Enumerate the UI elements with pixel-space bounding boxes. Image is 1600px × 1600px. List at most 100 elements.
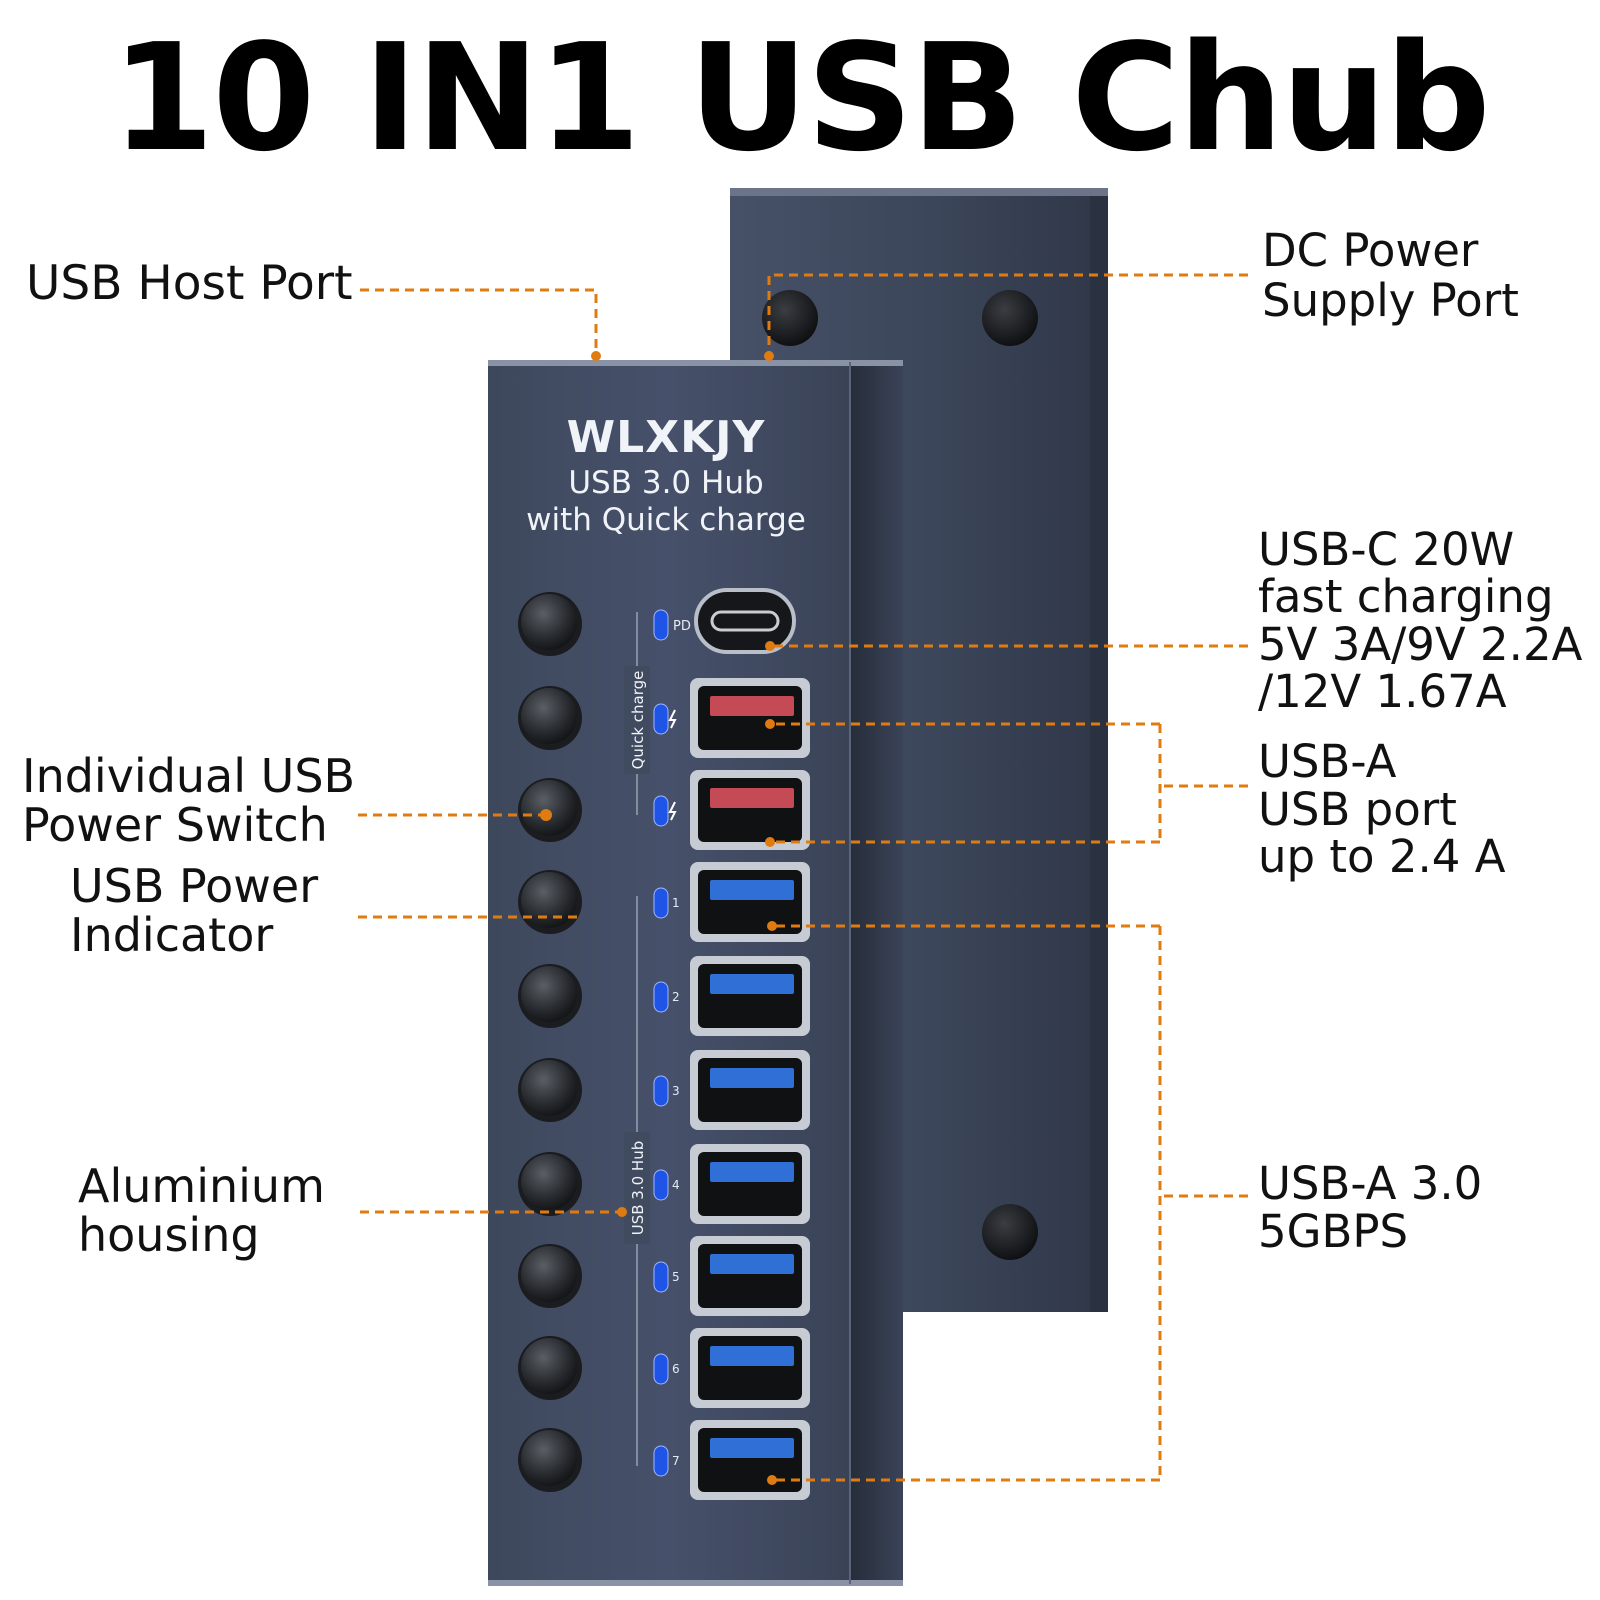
callout-line: USB port xyxy=(1258,782,1457,836)
callout-usb-a-charging-port: USB-A USB port up to 2.4 A xyxy=(1258,738,1506,881)
power-switch-button-cap xyxy=(521,1060,577,1116)
power-indicator-led xyxy=(653,795,669,827)
callout-line: /12V 1.67A xyxy=(1258,664,1507,718)
callout-line: USB Host Port xyxy=(26,256,353,311)
quick-charge-side-label: Quick charge xyxy=(629,671,647,770)
usb-a-port-tongue xyxy=(710,1438,794,1458)
usb-a-port-tongue xyxy=(710,880,794,900)
leader-line-host-port xyxy=(360,288,598,356)
callout-line: USB-C 20W xyxy=(1258,523,1515,576)
brand-logo: WLXKJY xyxy=(567,412,766,463)
usb-a-port-tongue xyxy=(710,1346,794,1366)
callout-line: 5GBPS xyxy=(1258,1204,1409,1258)
power-switch-button-cap xyxy=(521,872,577,928)
leader-dot xyxy=(767,1475,777,1485)
usb-a-port-opening xyxy=(698,686,802,750)
callout-line: housing xyxy=(78,1207,260,1262)
usb-a-port-tongue xyxy=(710,696,794,716)
leader-dot xyxy=(767,921,777,931)
callout-individual-power-switch: Individual USB Power Switch xyxy=(22,752,355,850)
callout-line: Supply Port xyxy=(1262,274,1519,328)
leader-dot xyxy=(617,1207,627,1217)
callout-aluminium-housing: Aluminium housing xyxy=(78,1162,325,1260)
leader-dot xyxy=(765,641,775,651)
callout-line: USB Power xyxy=(70,859,319,913)
port-number-label: 3 xyxy=(672,1084,680,1098)
power-switch-button-cap xyxy=(521,1246,577,1302)
leader-line-dc-power xyxy=(767,273,1248,356)
leader-dot xyxy=(591,351,601,361)
callout-line: 5V 3A/9V 2.2A xyxy=(1258,617,1583,671)
port-number-label: 4 xyxy=(672,1178,680,1192)
port-number-label: 7 xyxy=(672,1454,680,1468)
power-indicator-led xyxy=(653,981,669,1013)
callout-dc-power-supply-port: DC Power Supply Port xyxy=(1262,224,1519,328)
usb-c-port[interactable] xyxy=(694,588,796,654)
callout-usb-a3-5gbps: USB-A 3.0 5GBPS xyxy=(1258,1160,1482,1255)
rubber-foot xyxy=(982,290,1038,346)
usb-a-port-tongue xyxy=(710,1254,794,1274)
pd-label: PD xyxy=(673,619,691,634)
back-hub-housing xyxy=(730,188,1108,1312)
callout-line: Power Switch xyxy=(22,797,328,852)
leader-dot xyxy=(764,351,774,361)
port-number-label: 2 xyxy=(672,990,680,1004)
callout-line: USB-A xyxy=(1258,735,1397,788)
callout-line: USB-A 3.0 xyxy=(1258,1157,1483,1210)
callout-line: fast charging xyxy=(1258,570,1554,624)
port-number-label: 5 xyxy=(672,1270,680,1284)
usb-a-port-opening xyxy=(698,778,802,842)
lightning-icon xyxy=(668,801,677,821)
power-switch-button-cap xyxy=(521,594,577,650)
callout-usb-host-port: USB Host Port xyxy=(26,256,353,311)
usb-a-port-tongue xyxy=(710,974,794,994)
lightning-icon xyxy=(668,709,677,729)
leader-dot xyxy=(540,809,552,821)
callout-line: DC Power xyxy=(1262,224,1479,277)
model-subtitle: with Quick charge xyxy=(526,502,806,538)
port-number-label: 1 xyxy=(672,896,680,910)
callout-line: Indicator xyxy=(70,907,274,962)
power-switch-button-cap xyxy=(521,1154,577,1210)
power-switch-button-cap xyxy=(521,1338,577,1394)
usb-a-port-opening xyxy=(698,870,802,934)
rubber-foot xyxy=(982,1204,1038,1260)
leader-dot xyxy=(765,837,775,847)
usb-a-port-opening xyxy=(698,1244,802,1308)
usb-a-port-tongue xyxy=(710,1162,794,1182)
power-indicator-led xyxy=(653,1169,669,1201)
usb-a-port-opening xyxy=(698,1336,802,1400)
usb-a-port-opening xyxy=(698,1058,802,1122)
usb-a-port-opening xyxy=(698,1152,802,1216)
usb-c-port-slot xyxy=(710,610,780,632)
power-switch-button-cap xyxy=(521,966,577,1022)
callout-line: Aluminium xyxy=(78,1159,325,1213)
power-indicator-led xyxy=(653,609,669,641)
callout-line: Individual USB xyxy=(22,749,356,803)
power-indicator-led xyxy=(653,703,669,735)
usb-a-port-opening xyxy=(698,964,802,1028)
port-number-label: 6 xyxy=(672,1362,680,1376)
leader-line-usb-a-charge xyxy=(770,722,1248,844)
power-indicator-led xyxy=(653,1353,669,1385)
bracket-gap xyxy=(624,666,650,774)
page-title: 10 IN1 USB Chub xyxy=(111,12,1490,184)
bracket-gap xyxy=(624,1132,650,1244)
usb-a-port-tongue xyxy=(710,788,794,808)
power-switch-button-cap xyxy=(521,780,577,836)
callout-line: up to 2.4 A xyxy=(1258,830,1506,884)
usb3-hub-side-label: USB 3.0 Hub xyxy=(629,1141,647,1236)
callout-usb-power-indicator: USB Power Indicator xyxy=(70,862,318,960)
model-name: USB 3.0 Hub xyxy=(568,465,763,501)
rubber-foot xyxy=(762,290,818,346)
usb-a-port-opening xyxy=(698,1428,802,1492)
callout-usb-c-fast-charging: USB-C 20W fast charging 5V 3A/9V 2.2A /1… xyxy=(1258,526,1582,715)
power-indicator-led xyxy=(653,1445,669,1477)
power-indicator-led xyxy=(653,887,669,919)
power-indicator-led xyxy=(653,1261,669,1293)
power-switch-button-cap xyxy=(521,688,577,744)
usb-a-port-tongue xyxy=(710,1068,794,1088)
leader-dot xyxy=(765,719,775,729)
power-indicator-led xyxy=(653,1075,669,1107)
